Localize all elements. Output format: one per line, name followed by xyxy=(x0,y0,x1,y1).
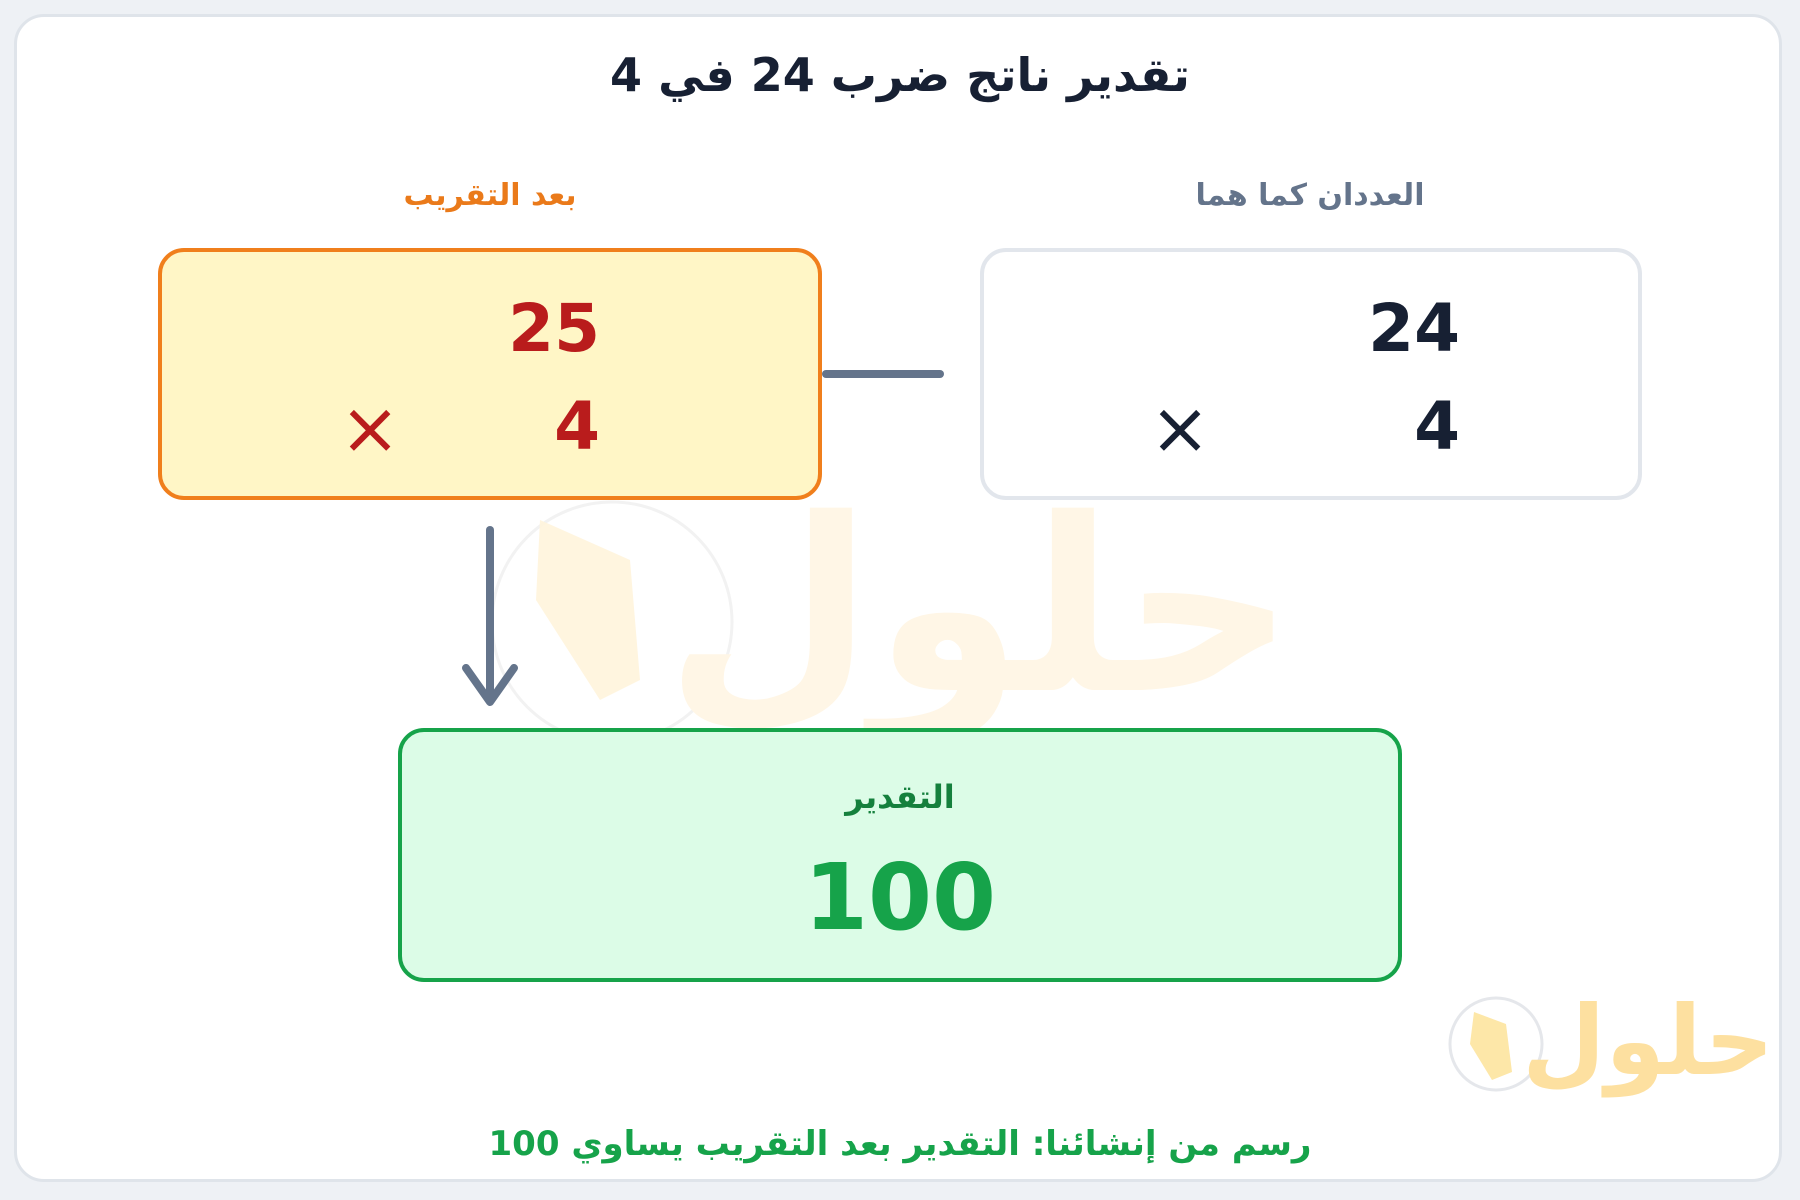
watermark-text: حلول xyxy=(665,467,1295,749)
diagram-card xyxy=(14,14,1782,1182)
original-multiply-icon: × xyxy=(1149,386,1211,470)
estimate-box xyxy=(398,728,1402,982)
estimate-label: التقدير xyxy=(845,778,955,816)
page-title: تقدير ناتج ضرب 24 في 4 xyxy=(610,48,1190,102)
original-bottom-number: 4 xyxy=(1414,388,1460,465)
rounded-top-number: 25 xyxy=(508,290,600,367)
connector-line xyxy=(822,370,944,378)
rounded-numbers-label: بعد التقريب xyxy=(403,178,577,213)
rounded-multiply-icon: × xyxy=(339,386,401,470)
rounded-numbers-box xyxy=(158,248,822,500)
original-numbers-label: العددان كما هما xyxy=(1195,178,1425,213)
estimate-value: 100 xyxy=(803,844,997,951)
brand-logo-text: حلول xyxy=(1522,985,1774,1098)
footer-caption: رسم من إنشائنا: التقدير بعد التقريب يساو… xyxy=(488,1124,1312,1164)
rounded-bottom-number: 4 xyxy=(554,388,600,465)
original-top-number: 24 xyxy=(1368,290,1460,367)
original-numbers-box xyxy=(980,248,1642,500)
